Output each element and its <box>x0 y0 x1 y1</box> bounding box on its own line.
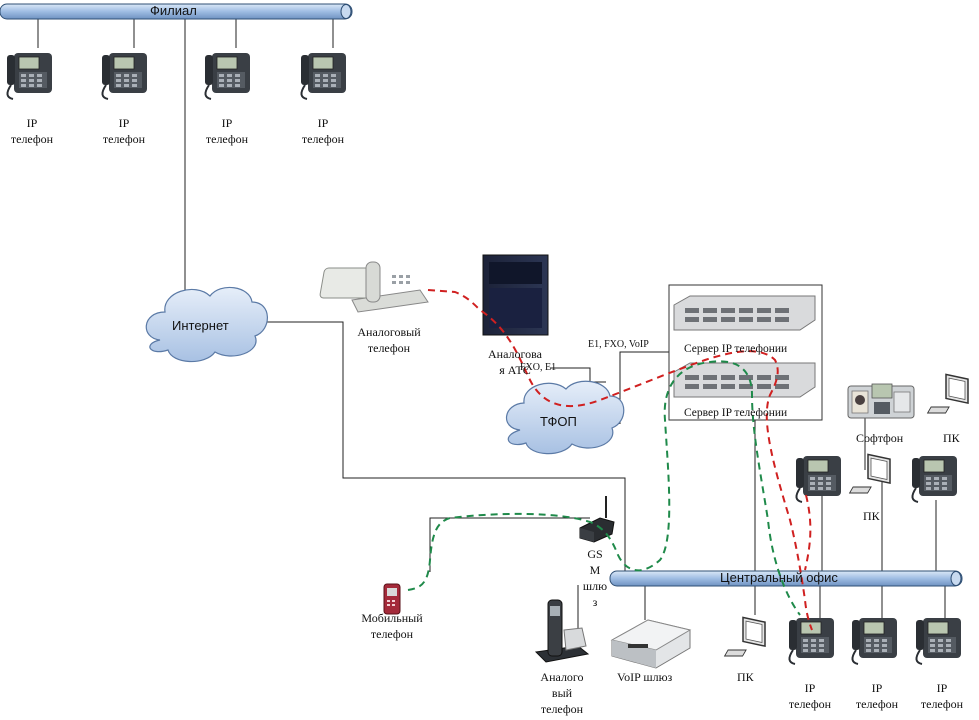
ip-phone-icon <box>788 617 835 665</box>
internet-cloud-label: Интернет <box>172 318 229 333</box>
softphone-icon <box>847 383 915 419</box>
ip-phone-icon <box>795 455 842 503</box>
analog-pbx-icon <box>482 254 549 336</box>
ip-phone-icon <box>204 52 251 100</box>
pc-label: ПК <box>863 509 880 523</box>
ip-phone-icon <box>101 52 148 100</box>
server-2-label: Сервер IP телефонии <box>684 407 788 419</box>
red-call-path <box>427 289 813 631</box>
pc-label: ПК <box>943 431 960 445</box>
server-2-icon <box>673 362 816 398</box>
pstn-cloud-label: ТФОП <box>540 414 577 429</box>
connection-lines <box>37 12 946 630</box>
branch-bus-label: Филиал <box>150 3 197 18</box>
analog-phone-icon <box>319 261 429 313</box>
gsm-gateway-icon <box>579 496 615 543</box>
pc-icon <box>848 453 891 494</box>
ip-phone-icon <box>300 52 347 100</box>
branch-bus <box>0 3 353 20</box>
voip-gateway-icon <box>610 619 692 669</box>
central-office-bus <box>609 570 963 587</box>
pc-label: ПК <box>737 670 754 684</box>
mobile-phone-icon <box>383 583 401 615</box>
ip-phone-icon <box>915 617 962 665</box>
pc-icon <box>723 616 766 657</box>
server-1-icon <box>673 295 816 331</box>
pstn-cloud <box>505 380 625 455</box>
dect-phone-icon <box>534 599 590 663</box>
internet-cloud <box>145 286 268 363</box>
ip-phone-icon <box>6 52 53 100</box>
server-rack <box>668 284 823 421</box>
ip-phone-icon <box>911 455 958 503</box>
softphone-label: Софтфон <box>856 431 904 445</box>
central-office-bus-label: Центральный офис <box>720 570 838 585</box>
server-1-label: Сервер IP телефонии <box>684 343 788 355</box>
ip-phone-icon <box>851 617 898 665</box>
pbx-trunk-label: FXO, E1 <box>520 362 557 373</box>
green-call-path <box>407 360 801 616</box>
pc-icon <box>926 373 969 414</box>
voip-gateway-label: VoIP шлюз <box>617 670 673 684</box>
server-trunk-label: E1, FXO, VoIP <box>588 339 649 350</box>
